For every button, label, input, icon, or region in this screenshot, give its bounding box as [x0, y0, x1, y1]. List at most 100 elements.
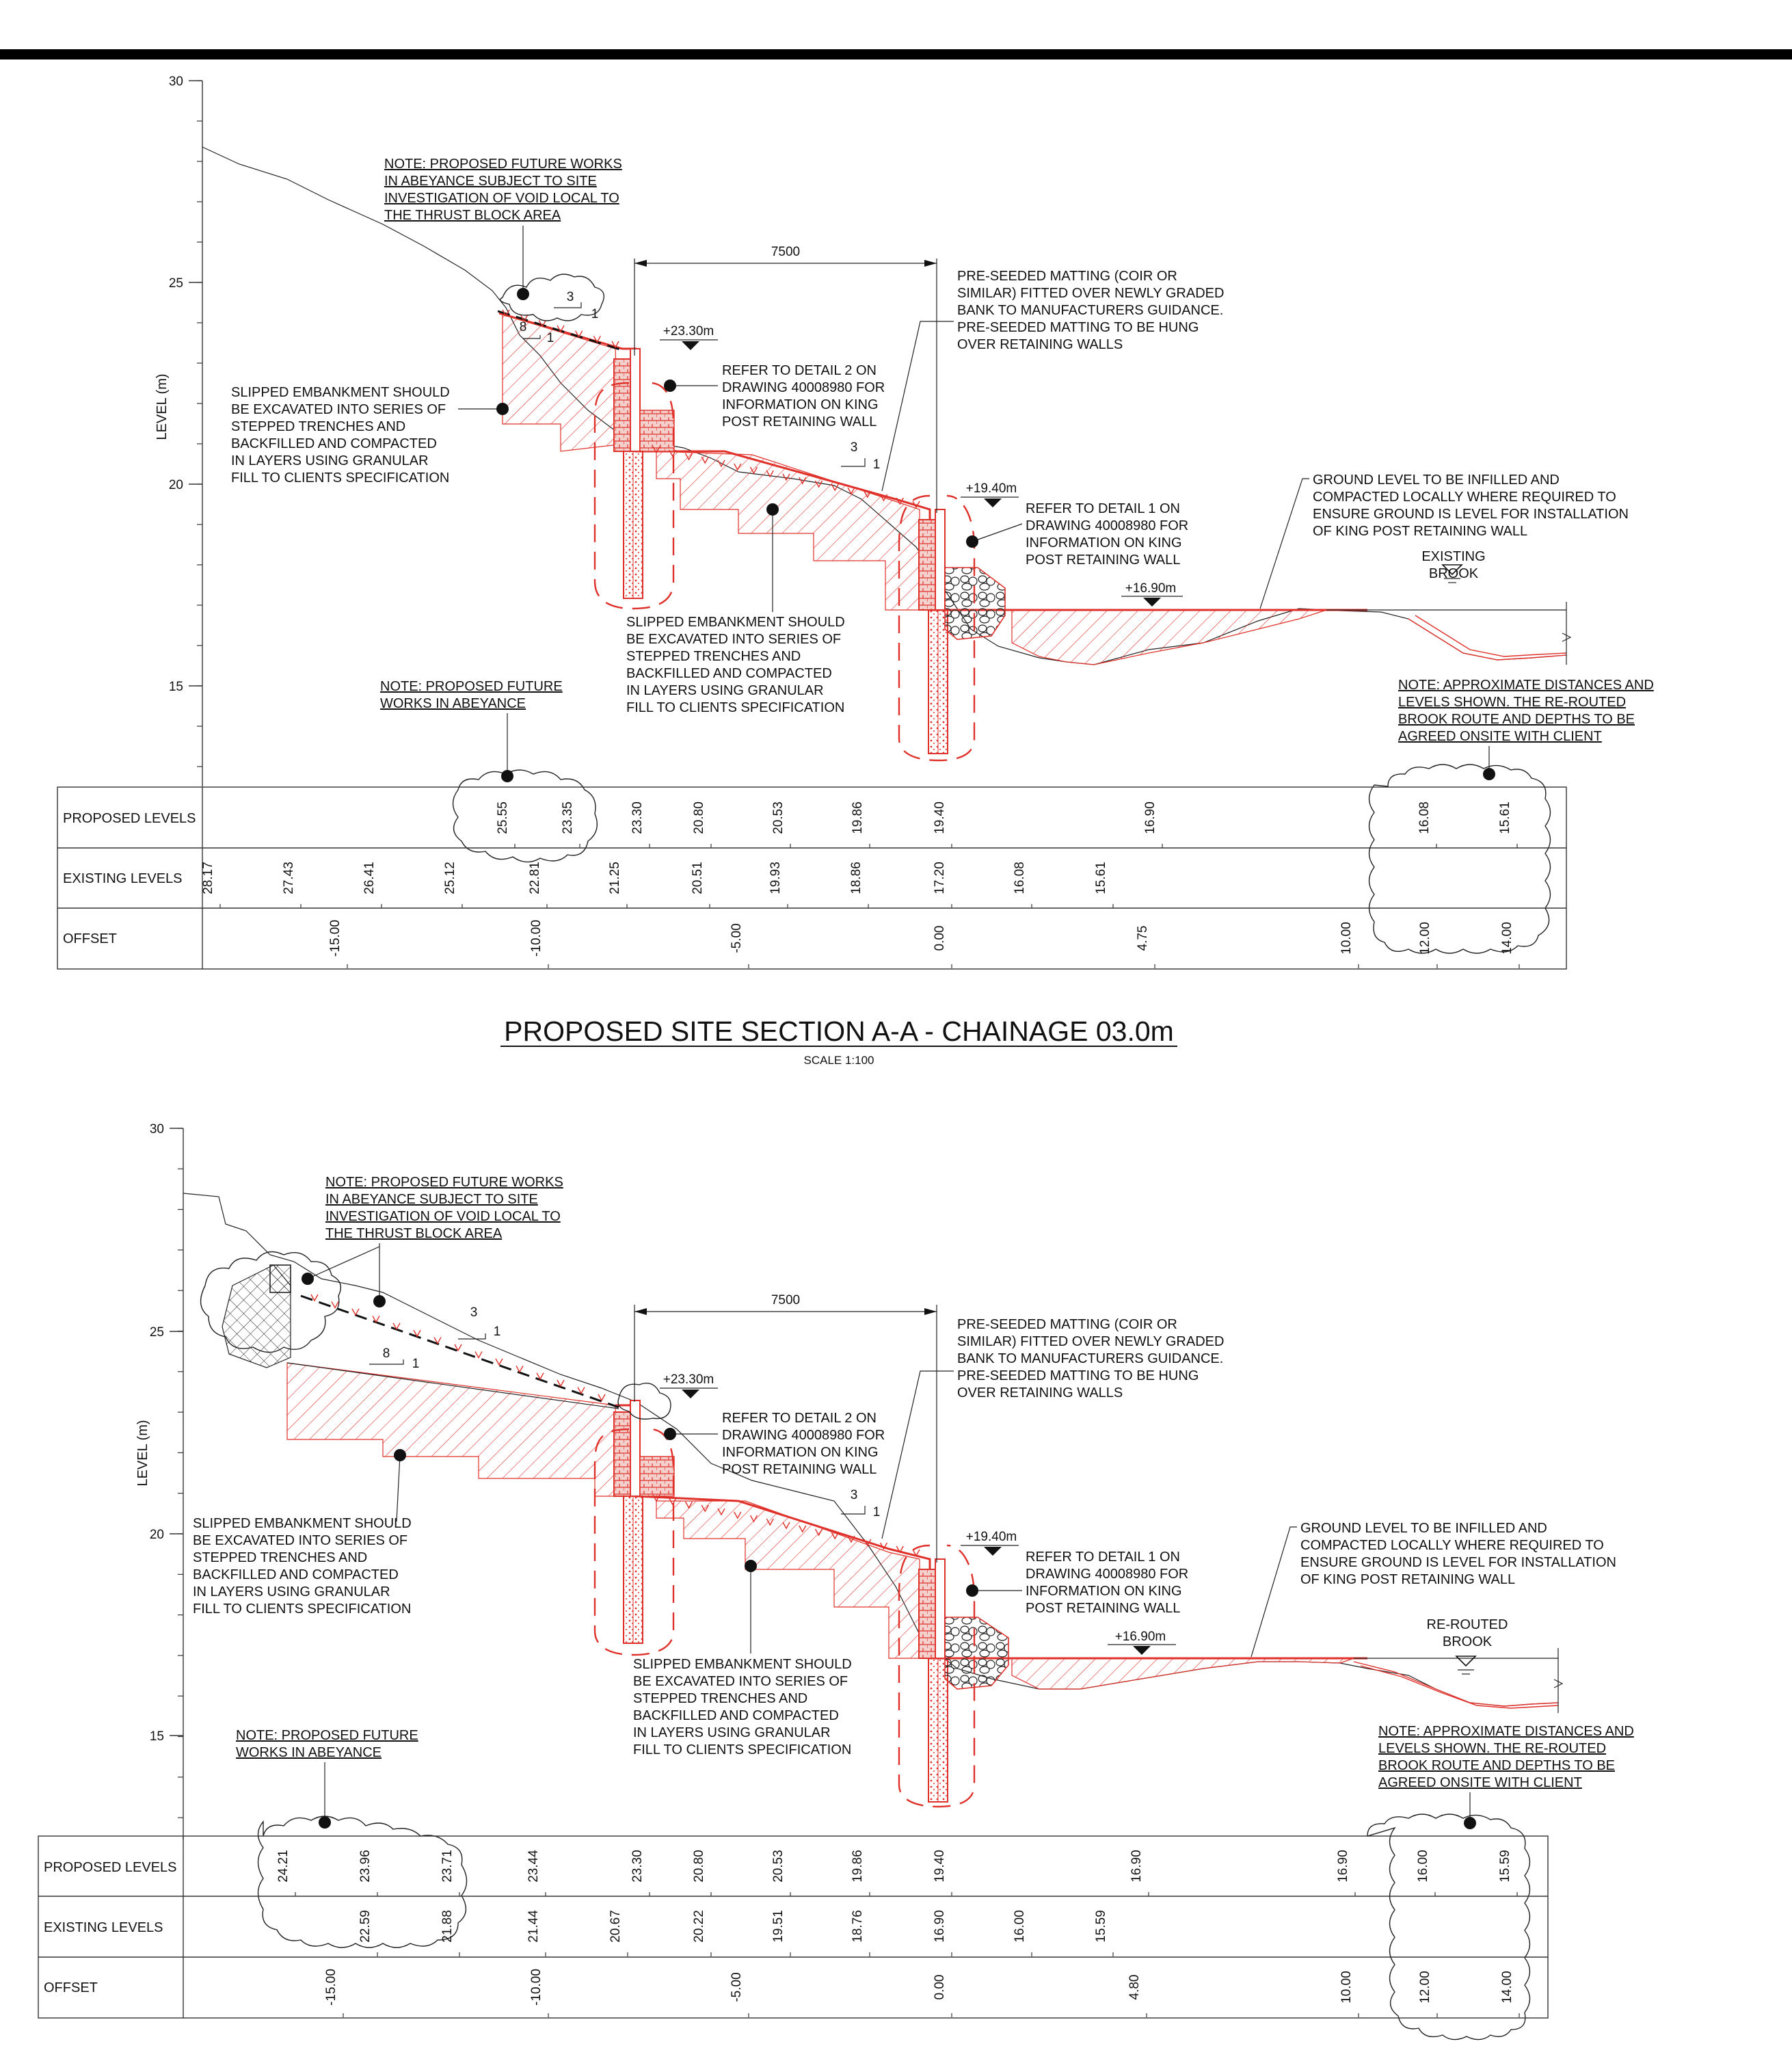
svg-text:+19.40m: +19.40m	[966, 481, 1017, 496]
revision-cloud	[1367, 1814, 1531, 2041]
axis-tick: 15	[169, 680, 183, 694]
slope-symbol: 3 1	[841, 440, 880, 472]
table-cell: 19.93	[768, 862, 783, 894]
brook: RE-ROUTED BROOK	[1353, 1617, 1564, 1713]
svg-text:FILL TO CLIENTS SPECIFICATION: FILL TO CLIENTS SPECIFICATION	[231, 470, 449, 486]
svg-text:1: 1	[547, 331, 554, 345]
note-ground-level: GROUND LEVEL TO BE INFILLED AND COMPACTE…	[1251, 1521, 1616, 1658]
svg-text:INFORMATION ON KING: INFORMATION ON KING	[1026, 1584, 1182, 1599]
matting-mark	[536, 1372, 544, 1381]
svg-text:POST RETAINING WALL: POST RETAINING WALL	[1026, 553, 1180, 568]
matting-mark	[684, 453, 693, 461]
matting-mark	[847, 487, 855, 495]
svg-text:+23.30m: +23.30m	[663, 324, 714, 338]
fill-zone-upper	[286, 1362, 616, 1497]
matting-mark	[474, 1351, 483, 1359]
svg-text:1: 1	[873, 457, 881, 472]
svg-text:IN ABEYANCE SUBJECT TO SITE: IN ABEYANCE SUBJECT TO SITE	[384, 174, 597, 189]
matting-mark	[557, 1379, 565, 1387]
axis-label: LEVEL (m)	[155, 373, 170, 440]
matting-mark	[717, 1508, 725, 1516]
svg-text:1: 1	[494, 1325, 501, 1339]
brook-label: RE-ROUTED	[1427, 1617, 1508, 1632]
matting-mark	[351, 1308, 360, 1316]
svg-text:REFER TO DETAIL 2 ON: REFER TO DETAIL 2 ON	[722, 1411, 877, 1426]
table-cell: 10.00	[1339, 922, 1354, 955]
svg-text:REFER TO DETAIL 1 ON: REFER TO DETAIL 1 ON	[1026, 1550, 1180, 1565]
svg-text:BE EXCAVATED INTO SERIES OF: BE EXCAVATED INTO SERIES OF	[626, 632, 841, 647]
svg-text:THE THRUST BLOCK AREA: THE THRUST BLOCK AREA	[325, 1226, 503, 1241]
svg-text:IN LAYERS USING GRANULAR: IN LAYERS USING GRANULAR	[231, 453, 429, 468]
note-matting: PRE-SEEDED MATTING (COIR OR SIMILAR) FIT…	[881, 1317, 1224, 1539]
matting-mark	[684, 1501, 693, 1509]
note-slipped-embankment: SLIPPED EMBANKMENT SHOULD BE EXCAVATED I…	[633, 1560, 852, 1757]
matting-mark	[782, 473, 790, 481]
matting-mark	[831, 483, 839, 492]
note-future-works-abeyance: NOTE: PROPOSED FUTURE WORKS IN ABEYANCE	[236, 1728, 418, 1829]
svg-text:8: 8	[520, 320, 527, 334]
svg-text:3: 3	[470, 1305, 478, 1320]
table-cell: 20.80	[692, 1850, 706, 1883]
fill-zone-lower	[656, 1500, 920, 1659]
note-ground-level: GROUND LEVEL TO BE INFILLED AND COMPACTE…	[1259, 473, 1629, 609]
king-post-wall-2	[593, 1400, 675, 1656]
svg-text:STEPPED TRENCHES AND: STEPPED TRENCHES AND	[193, 1550, 367, 1565]
fill-zone-lower	[656, 451, 920, 611]
matting-mark	[502, 309, 510, 317]
table-cell: 21.88	[440, 1910, 455, 1943]
svg-text:BACKFILLED AND COMPACTED: BACKFILLED AND COMPACTED	[633, 1708, 839, 1723]
matting-mark	[516, 1365, 524, 1373]
svg-text:3: 3	[851, 1488, 858, 1502]
matting-mark	[495, 1358, 503, 1366]
level-table: PROPOSED LEVELS EXISTING LEVELS OFFSET 2…	[57, 786, 1567, 970]
svg-text:FILL TO CLIENTS SPECIFICATION: FILL TO CLIENTS SPECIFICATION	[633, 1742, 851, 1757]
table-cell: 19.86	[851, 801, 865, 834]
svg-text:+19.40m: +19.40m	[966, 1530, 1017, 1544]
svg-text:IN LAYERS USING GRANULAR: IN LAYERS USING GRANULAR	[626, 683, 824, 698]
table-cell: 16.08	[1417, 801, 1432, 834]
svg-text:OF KING POST RETAINING WALL: OF KING POST RETAINING WALL	[1300, 1572, 1515, 1587]
table-cell: 23.96	[358, 1850, 373, 1883]
section-a-a: 30 25 20 15 LEVEL (m)	[57, 75, 1654, 1067]
svg-text:1: 1	[412, 1357, 420, 1371]
note-detail-2: REFER TO DETAIL 2 ON DRAWING 40008980 FO…	[664, 1411, 885, 1477]
matting-mark	[879, 1542, 888, 1550]
rock-armour	[944, 567, 1006, 640]
svg-text:NOTE: PROPOSED FUTURE WORKS: NOTE: PROPOSED FUTURE WORKS	[384, 157, 622, 172]
level-axis: 30 25 20 15 LEVEL (m)	[135, 1122, 184, 1839]
table-cell: 23.30	[630, 801, 645, 834]
svg-text:IN ABEYANCE SUBJECT TO SITE: IN ABEYANCE SUBJECT TO SITE	[325, 1192, 538, 1207]
svg-text:IN LAYERS USING GRANULAR: IN LAYERS USING GRANULAR	[633, 1725, 831, 1740]
brook-label: BROOK	[1443, 1634, 1493, 1649]
matting-mark	[669, 449, 677, 457]
table-cell: 15.59	[1498, 1850, 1512, 1883]
svg-text:BE EXCAVATED INTO SERIES OF: BE EXCAVATED INTO SERIES OF	[231, 402, 446, 417]
svg-text:NOTE: APPROXIMATE DISTANCES AN: NOTE: APPROXIMATE DISTANCES AND	[1378, 1724, 1634, 1739]
matting-mark	[814, 1528, 823, 1537]
table-cell: 19.51	[771, 1910, 786, 1943]
svg-text:BE EXCAVATED INTO SERIES OF: BE EXCAVATED INTO SERIES OF	[193, 1533, 407, 1548]
matting-mark	[577, 1387, 585, 1395]
table-cell: -5.00	[730, 923, 744, 953]
table-row-label: OFFSET	[44, 1980, 98, 1995]
section-scale: SCALE 1:100	[803, 1054, 874, 1067]
axis-tick: 30	[150, 1122, 164, 1137]
svg-text:IN LAYERS USING GRANULAR: IN LAYERS USING GRANULAR	[193, 1584, 390, 1599]
svg-text:ENSURE GROUND IS LEVEL FOR INS: ENSURE GROUND IS LEVEL FOR INSTALLATION	[1300, 1555, 1616, 1570]
matting-mark	[912, 1549, 920, 1557]
matting-mark	[766, 1518, 774, 1526]
svg-text:AGREED ONSITE WITH CLIENT: AGREED ONSITE WITH CLIENT	[1398, 729, 1602, 744]
svg-text:DRAWING 40008980 FOR: DRAWING 40008980 FOR	[722, 1428, 885, 1443]
svg-text:INVESTIGATION OF VOID LOCAL TO: INVESTIGATION OF VOID LOCAL TO	[384, 191, 619, 206]
table-cell: 27.43	[282, 862, 296, 894]
thrust-block	[269, 1264, 291, 1293]
table-cell: 20.22	[692, 1910, 706, 1943]
svg-text:PRE-SEEDED MATTING (COIR OR: PRE-SEEDED MATTING (COIR OR	[957, 269, 1177, 284]
svg-text:POST RETAINING WALL: POST RETAINING WALL	[722, 414, 877, 429]
slope-symbol: 3 1	[458, 1305, 501, 1340]
matting-mark	[413, 1329, 421, 1338]
svg-text:7500: 7500	[771, 1293, 800, 1307]
matting-mark	[538, 319, 546, 328]
matting-mark	[372, 1315, 380, 1323]
revision-cloud	[1368, 764, 1551, 954]
